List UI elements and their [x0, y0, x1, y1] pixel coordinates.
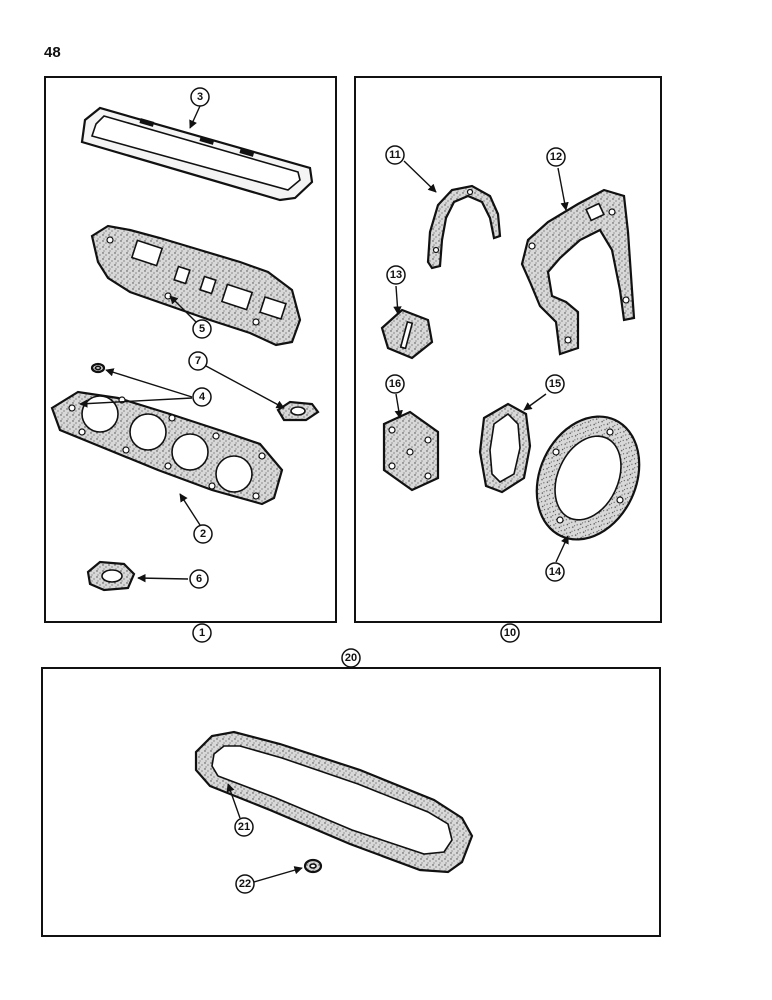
- svg-text:2: 2: [200, 528, 206, 540]
- rocker-cover-gasket: [80, 106, 314, 202]
- svg-text:5: 5: [199, 323, 205, 335]
- panel-kit-20: [41, 667, 661, 937]
- page-number: 48: [44, 44, 61, 61]
- callout-2: 2: [193, 524, 213, 544]
- pump-gasket: [478, 402, 532, 494]
- manifold-gasket: [90, 224, 302, 347]
- svg-text:11: 11: [389, 149, 401, 161]
- leader-lines: [79, 105, 569, 883]
- callout-12: 12: [546, 147, 566, 167]
- svg-text:1: 1: [199, 627, 205, 639]
- square-plate-gasket: [382, 410, 440, 492]
- svg-text:22: 22: [239, 878, 251, 890]
- elbow-gasket: [86, 560, 136, 592]
- callout-7: 7: [188, 351, 208, 371]
- cylinder-head-gasket: [50, 390, 284, 506]
- callout-3: 3: [190, 87, 210, 107]
- svg-text:12: 12: [550, 151, 562, 163]
- svg-text:14: 14: [549, 566, 562, 578]
- flange-gasket-small: [276, 400, 320, 422]
- oil-pan-gasket: [194, 730, 474, 874]
- arch-gasket: [426, 184, 502, 270]
- callout-6: 6: [189, 569, 209, 589]
- callout-21: 21: [234, 817, 254, 837]
- svg-text:20: 20: [345, 652, 357, 664]
- callout-4: 4: [192, 387, 212, 407]
- callout-16: 16: [385, 374, 405, 394]
- svg-text:15: 15: [549, 378, 561, 390]
- washer-22: [303, 858, 323, 874]
- callout-5: 5: [192, 319, 212, 339]
- callout-11: 11: [385, 145, 405, 165]
- panel-kit-1: [44, 76, 337, 623]
- callout-14: 14: [545, 562, 565, 582]
- svg-text:6: 6: [196, 573, 202, 585]
- svg-text:16: 16: [389, 378, 401, 390]
- plate-gasket-small: [380, 308, 434, 360]
- small-washer: [90, 362, 106, 374]
- svg-text:7: 7: [195, 355, 201, 367]
- svg-text:21: 21: [238, 821, 250, 833]
- callout-13: 13: [386, 265, 406, 285]
- svg-text:10: 10: [504, 627, 516, 639]
- svg-text:13: 13: [390, 269, 402, 281]
- callout-1: 1: [192, 623, 212, 643]
- svg-text:3: 3: [197, 91, 203, 103]
- panel-kit-10: [354, 76, 662, 623]
- callout-10: 10: [500, 623, 520, 643]
- callout-20: 20: [341, 648, 361, 668]
- callout-22: 22: [235, 874, 255, 894]
- timing-cover-gasket: [520, 188, 636, 356]
- callout-15: 15: [545, 374, 565, 394]
- svg-text:4: 4: [199, 391, 206, 403]
- ring-gasket-large: [535, 415, 641, 541]
